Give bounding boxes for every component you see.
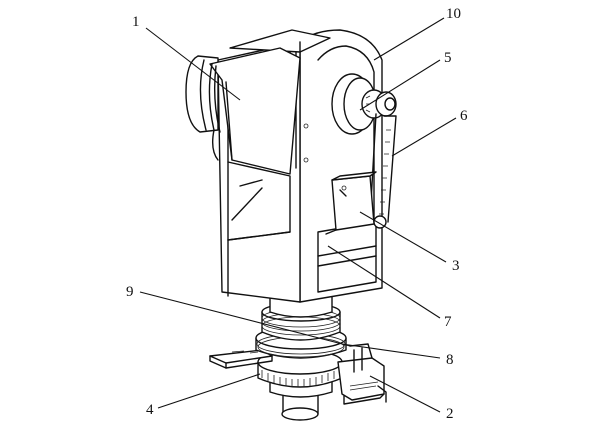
label-part-2: 2 [446,406,454,422]
base-assembly [209,343,387,421]
label-part-5: 5 [444,50,452,66]
label-part-4: 4 [146,402,154,418]
leader-lines [139,17,457,413]
label-part-8: 8 [446,352,454,368]
label-part-3: 3 [452,258,460,274]
label-part-7: 7 [444,314,452,330]
label-part-1: 1 [132,14,140,30]
label-part-6: 6 [460,108,468,124]
part-labels: 1 10 5 6 3 7 9 8 4 2 [126,6,468,422]
part-1-cylinder-flap [185,47,301,175]
part-3-bracket-block [331,171,377,231]
turntable-assembly [255,295,347,359]
label-part-10: 10 [446,6,461,22]
label-part-9: 9 [126,284,134,300]
part-5-motor-pulley [331,73,397,135]
